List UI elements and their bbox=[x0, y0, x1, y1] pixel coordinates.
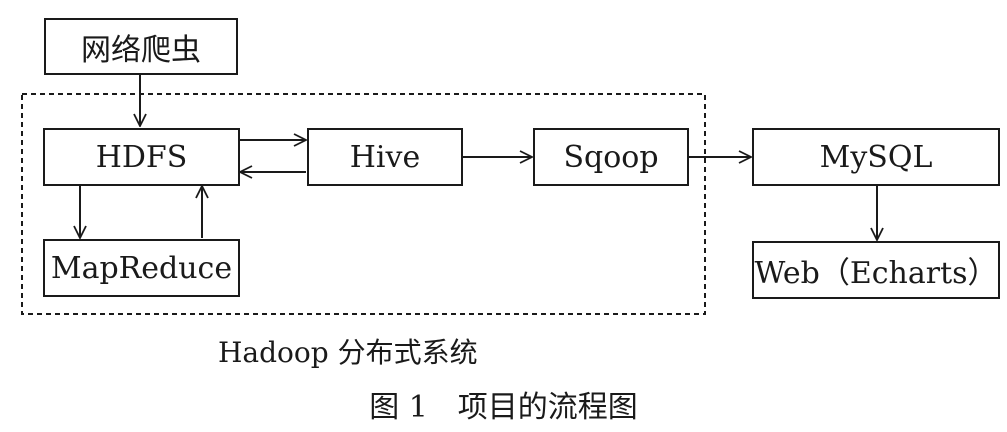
node-web-crawler: 网络爬虫 bbox=[44, 18, 238, 75]
node-mysql-label: MySQL bbox=[819, 139, 933, 175]
node-sqoop-label: Sqoop bbox=[563, 139, 659, 175]
node-hive: Hive bbox=[307, 128, 463, 186]
node-mapreduce-label: MapReduce bbox=[50, 250, 233, 286]
node-mysql: MySQL bbox=[752, 128, 1000, 186]
hadoop-group-label: Hadoop 分布式系统 bbox=[218, 336, 478, 369]
node-hdfs: HDFS bbox=[43, 128, 240, 186]
node-web-echarts-label: Web（Echarts） bbox=[754, 256, 998, 291]
node-sqoop: Sqoop bbox=[533, 128, 689, 186]
node-hive-label: Hive bbox=[349, 139, 421, 175]
hadoop-group-border bbox=[21, 93, 706, 315]
node-hdfs-label: HDFS bbox=[95, 139, 188, 175]
node-mapreduce: MapReduce bbox=[43, 239, 240, 297]
figure-caption: 图 1 项目的流程图 bbox=[369, 390, 638, 425]
node-web-echarts: Web（Echarts） bbox=[752, 241, 1000, 299]
node-web-crawler-label: 网络爬虫 bbox=[81, 32, 201, 68]
